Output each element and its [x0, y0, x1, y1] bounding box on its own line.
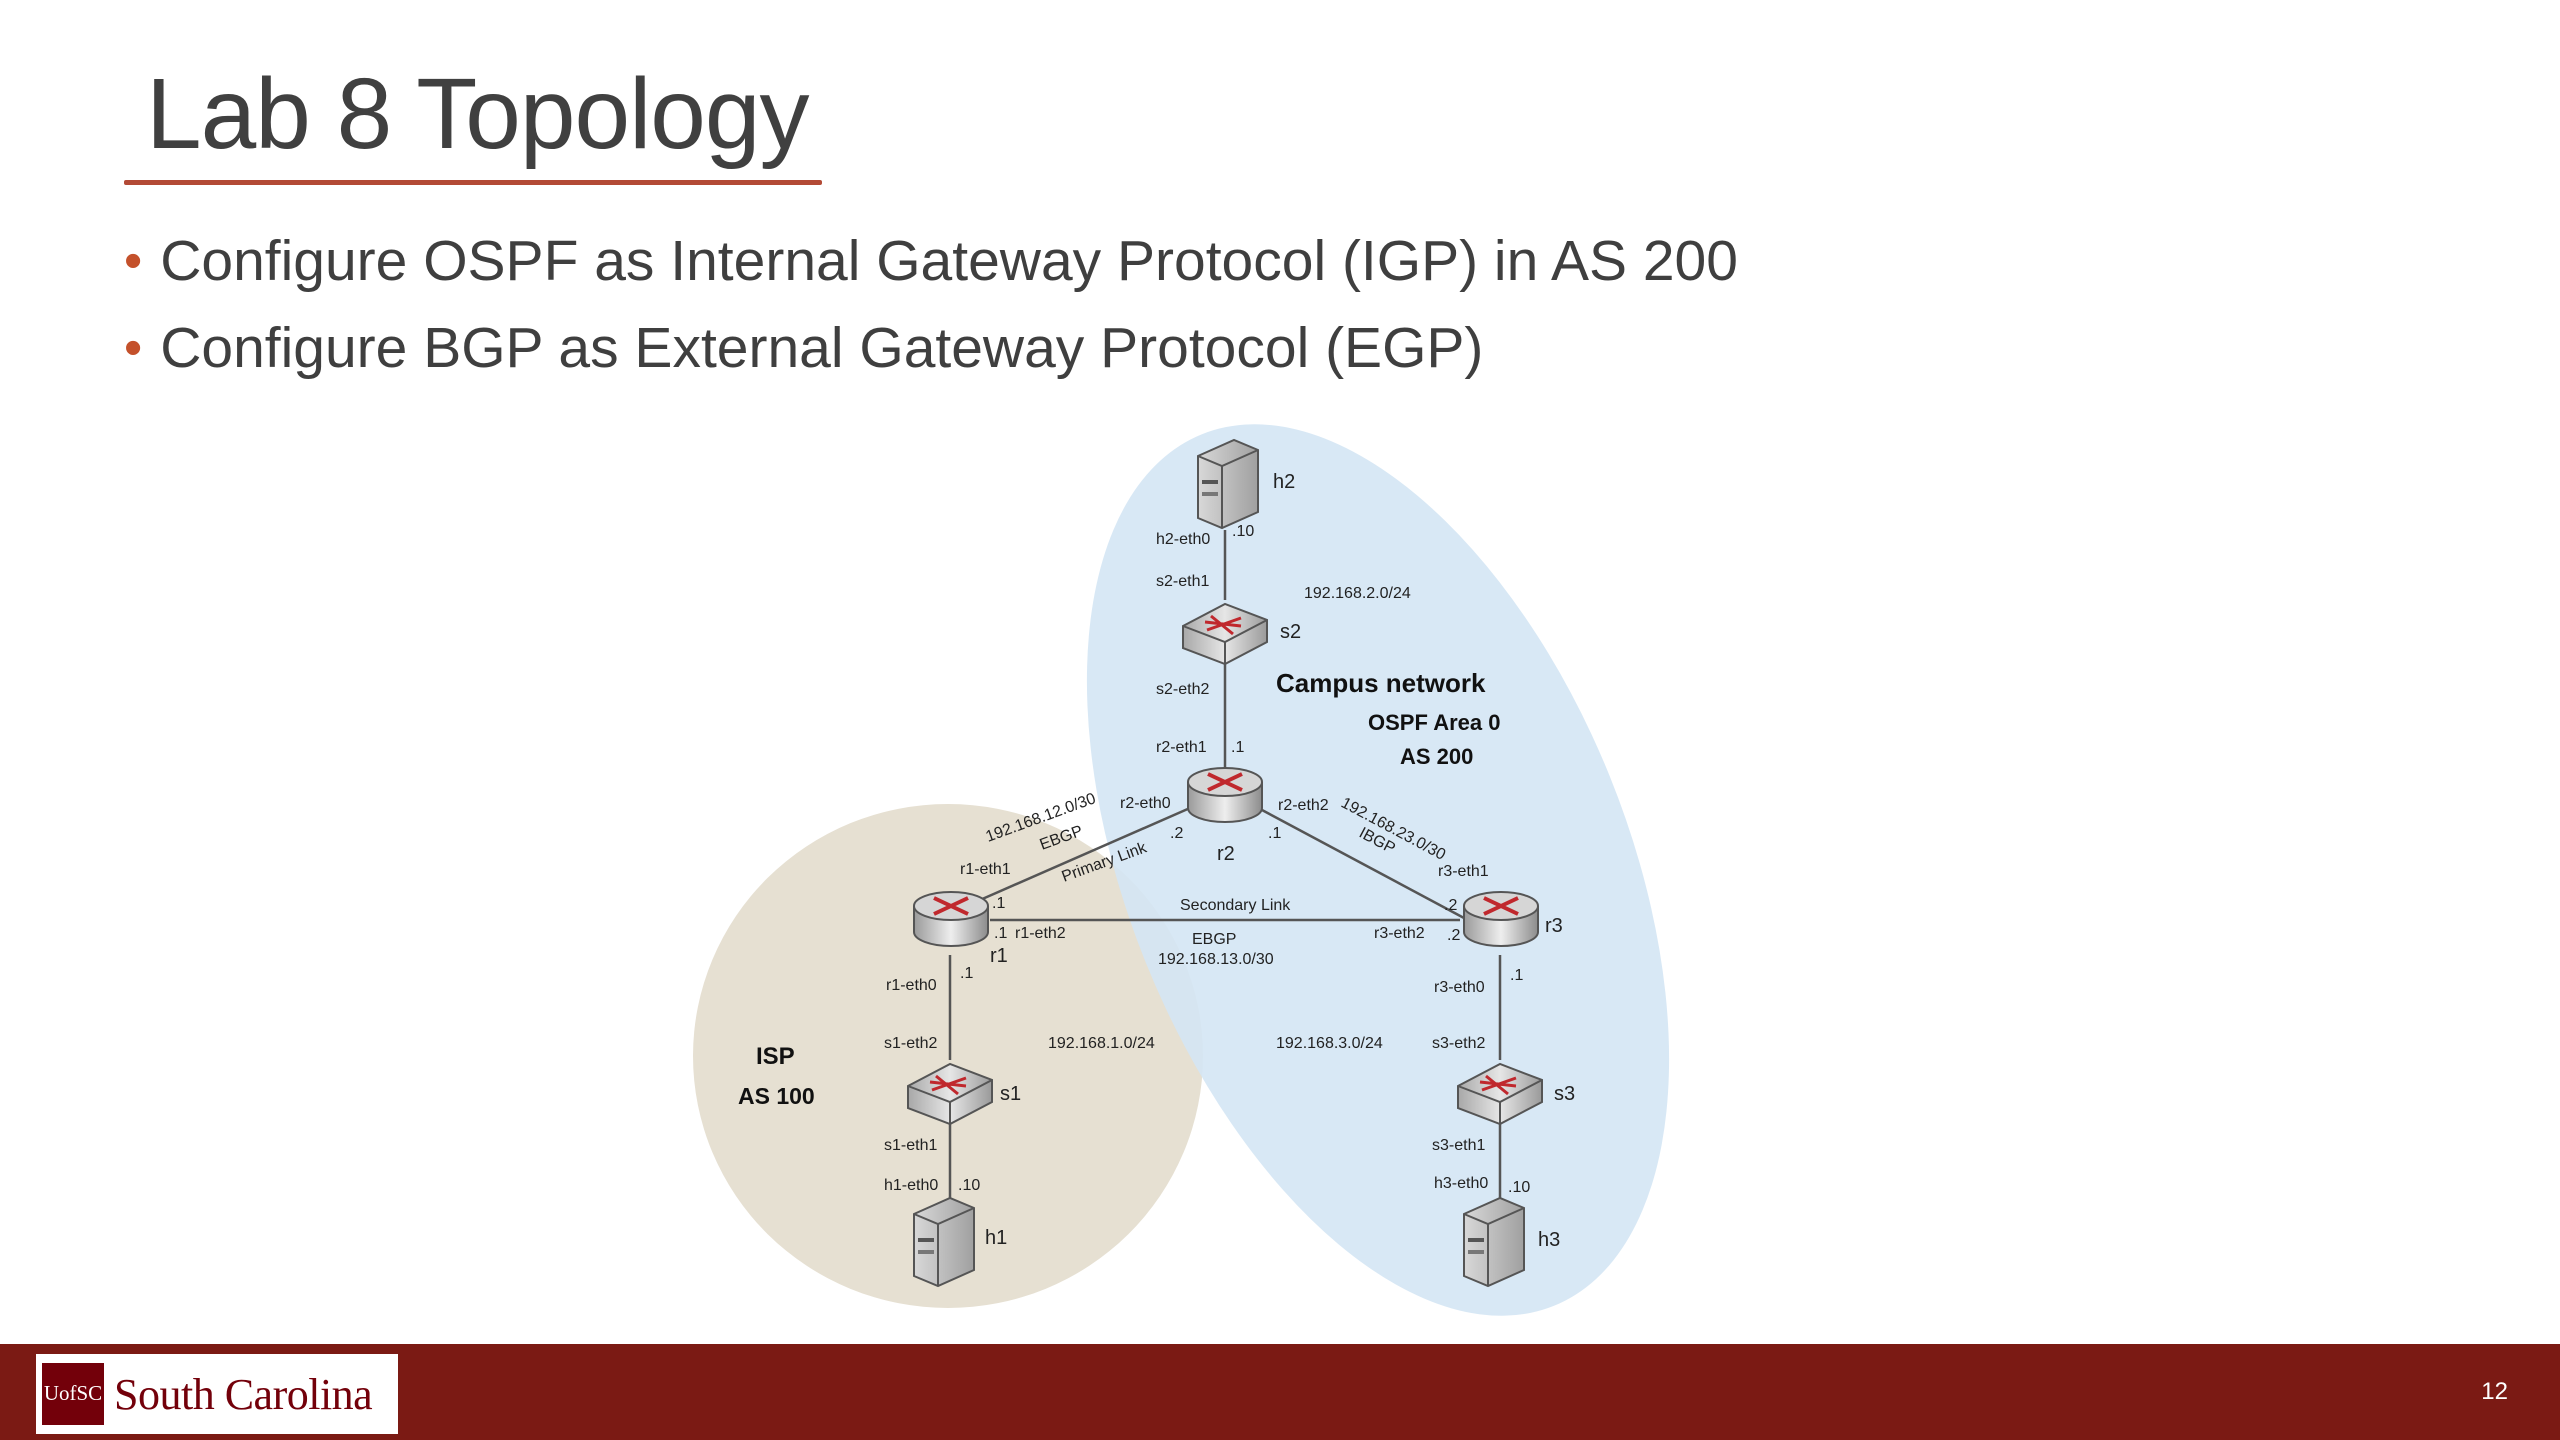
node-label-r1: r1 [990, 945, 1008, 967]
node-label-s3: s3 [1554, 1083, 1575, 1105]
logo-text: South Carolina [114, 1369, 373, 1419]
iface-r1-eth1-ip: .1 [992, 895, 1005, 912]
iface-r2-eth0: r2-eth0 [1120, 795, 1171, 812]
secondary-ebgp-label: EBGP [1192, 931, 1236, 948]
logo-mark: UofSC [42, 1363, 104, 1425]
node-label-r2: r2 [1217, 843, 1235, 865]
iface-h3-ip: .10 [1508, 1179, 1530, 1196]
campus-network-label: Campus network [1276, 668, 1486, 698]
iface-r2-eth1-ip: .1 [1231, 739, 1244, 756]
page-number: 12 [2481, 1378, 2508, 1405]
link-r2-r1-primary [979, 806, 1191, 902]
node-label-r3: r3 [1545, 915, 1563, 937]
iface-r3-eth1: r3-eth1 [1438, 863, 1489, 880]
router-r1-icon [913, 891, 989, 947]
switch-s1-icon [907, 1062, 993, 1126]
isp-region [693, 804, 1203, 1308]
iface-r1-eth2-ip: .1 [994, 925, 1007, 942]
router-r3-icon [1463, 891, 1539, 947]
iface-s3-eth1: s3-eth1 [1432, 1137, 1485, 1154]
iface-h1-ip: .10 [958, 1177, 980, 1194]
iface-r3-eth0-ip: .1 [1510, 967, 1523, 984]
bullet-dot-icon: • [124, 319, 143, 377]
iface-r1-eth0: r1-eth0 [886, 977, 937, 994]
node-label-h2: h2 [1273, 471, 1295, 493]
iface-r2-eth2: r2-eth2 [1278, 797, 1329, 814]
iface-r3-eth2: r3-eth2 [1374, 925, 1425, 942]
network-192-168-3: 192.168.3.0/24 [1276, 1035, 1383, 1052]
node-label-h3: h3 [1538, 1229, 1560, 1251]
bullet-dot-icon: • [124, 232, 143, 290]
iface-h2-eth0: h2-eth0 [1156, 531, 1210, 548]
iface-s1-eth1: s1-eth1 [884, 1137, 937, 1154]
iface-h2-ip: .10 [1232, 523, 1254, 540]
bullet-item: • Configure BGP as External Gateway Proto… [124, 311, 1738, 398]
ospf-area-label: OSPF Area 0 [1368, 710, 1500, 735]
network-192-168-13: 192.168.13.0/30 [1158, 951, 1274, 968]
iface-r1-eth0-ip: .1 [960, 965, 973, 982]
university-logo: UofSC South Carolina [36, 1354, 398, 1434]
isp-as-label: AS 100 [738, 1083, 815, 1109]
topology-diagram: ISP AS 100 Campus network OSPF Area 0 AS… [693, 424, 1670, 1316]
campus-as-label: AS 200 [1400, 744, 1473, 769]
iface-s2-eth1: s2-eth1 [1156, 573, 1209, 590]
iface-s3-eth2: s3-eth2 [1432, 1035, 1485, 1052]
iface-r3-eth0: r3-eth0 [1434, 979, 1485, 996]
link-r2-r3 [1261, 808, 1465, 920]
bullet-text: Configure BGP as External Gateway Protoc… [160, 316, 1484, 380]
title-underline [124, 180, 822, 185]
secondary-link-label: Secondary Link [1180, 897, 1291, 914]
host-h2-icon [1197, 438, 1259, 530]
host-h1-icon [913, 1196, 975, 1288]
iface-r1-eth2: r1-eth2 [1015, 925, 1066, 942]
network-192-168-2: 192.168.2.0/24 [1304, 585, 1411, 602]
switch-s3-icon [1457, 1062, 1543, 1126]
bullet-item: • Configure OSPF as Internal Gateway Prot… [124, 224, 1738, 311]
iface-r3-eth2-ip: .2 [1447, 927, 1460, 944]
iface-s1-eth2: s1-eth2 [884, 1035, 937, 1052]
host-h3-icon [1463, 1196, 1525, 1288]
footer-bar [0, 1344, 2560, 1440]
iface-r3-eth1-ip: .2 [1444, 897, 1457, 914]
iface-h1-eth0: h1-eth0 [884, 1177, 938, 1194]
slide-title: Lab 8 Topology [146, 58, 810, 170]
network-192-168-1: 192.168.1.0/24 [1048, 1035, 1155, 1052]
iface-r2-eth0-ip: .2 [1170, 825, 1183, 842]
bullet-list: • Configure OSPF as Internal Gateway Prot… [124, 224, 1738, 398]
iface-r2-eth2-ip: .1 [1268, 825, 1281, 842]
iface-s2-eth2: s2-eth2 [1156, 681, 1209, 698]
iface-r2-eth1: r2-eth1 [1156, 739, 1207, 756]
node-label-s2: s2 [1280, 621, 1301, 643]
switch-s2-icon [1182, 602, 1268, 666]
router-r2-icon [1187, 767, 1263, 823]
node-label-s1: s1 [1000, 1083, 1021, 1105]
node-label-h1: h1 [985, 1227, 1007, 1249]
iface-h3-eth0: h3-eth0 [1434, 1175, 1488, 1192]
isp-label: ISP [756, 1043, 795, 1070]
iface-r1-eth1: r1-eth1 [960, 861, 1011, 878]
bullet-text: Configure OSPF as Internal Gateway Proto… [160, 229, 1738, 293]
